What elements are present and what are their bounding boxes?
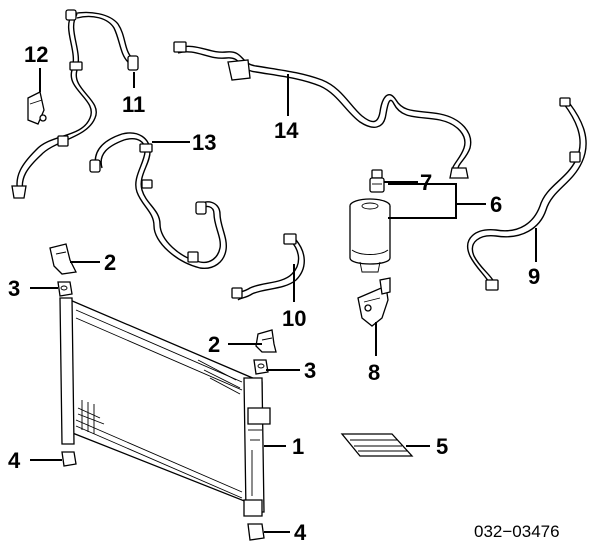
callout-12: 12 — [24, 42, 48, 67]
callout-5: 5 — [436, 434, 448, 459]
callout-9: 9 — [528, 264, 540, 289]
part-14-pipe — [173, 41, 472, 179]
part-4-left-mount — [61, 451, 77, 467]
callout-2-upper: 2 — [104, 250, 116, 275]
part-1-condenser — [59, 297, 271, 517]
leader-lines — [30, 68, 537, 533]
part-11-hose — [11, 9, 139, 199]
callout-4-right: 4 — [294, 520, 307, 545]
part-3-upper-nut — [57, 281, 73, 297]
callout-3-lower: 3 — [304, 358, 316, 383]
callout-3-upper: 3 — [8, 276, 20, 301]
callout-2-lower: 2 — [208, 332, 220, 357]
callout-6: 6 — [490, 192, 502, 217]
part-2-upper-bracket — [49, 243, 77, 275]
part-13-hose — [89, 132, 228, 269]
callout-7: 7 — [420, 170, 432, 195]
part-12-bracket — [27, 91, 47, 125]
part-6-receiver-drier — [349, 198, 391, 273]
callout-labels: 12 11 13 14 7 6 9 10 8 2 3 2 3 1 5 4 4 0… — [8, 42, 560, 545]
part-7-pressure-switch — [369, 169, 385, 193]
callout-14: 14 — [274, 118, 299, 143]
part-10-hose — [231, 233, 305, 301]
part-8-bracket — [357, 277, 391, 327]
part-3-lower-nut — [253, 359, 269, 375]
callout-4-left: 4 — [8, 448, 21, 473]
callout-1: 1 — [292, 434, 304, 459]
part-5-seal-pad — [340, 433, 414, 457]
callout-11: 11 — [122, 92, 145, 117]
part-4-right-mount — [247, 523, 265, 541]
part-2-lower-bracket — [255, 329, 277, 353]
callout-8: 8 — [368, 360, 380, 385]
part-9-pipe — [467, 97, 587, 291]
diagram-code: 032−03476 — [474, 522, 560, 541]
callout-10: 10 — [282, 306, 306, 331]
callout-13: 13 — [192, 130, 216, 155]
